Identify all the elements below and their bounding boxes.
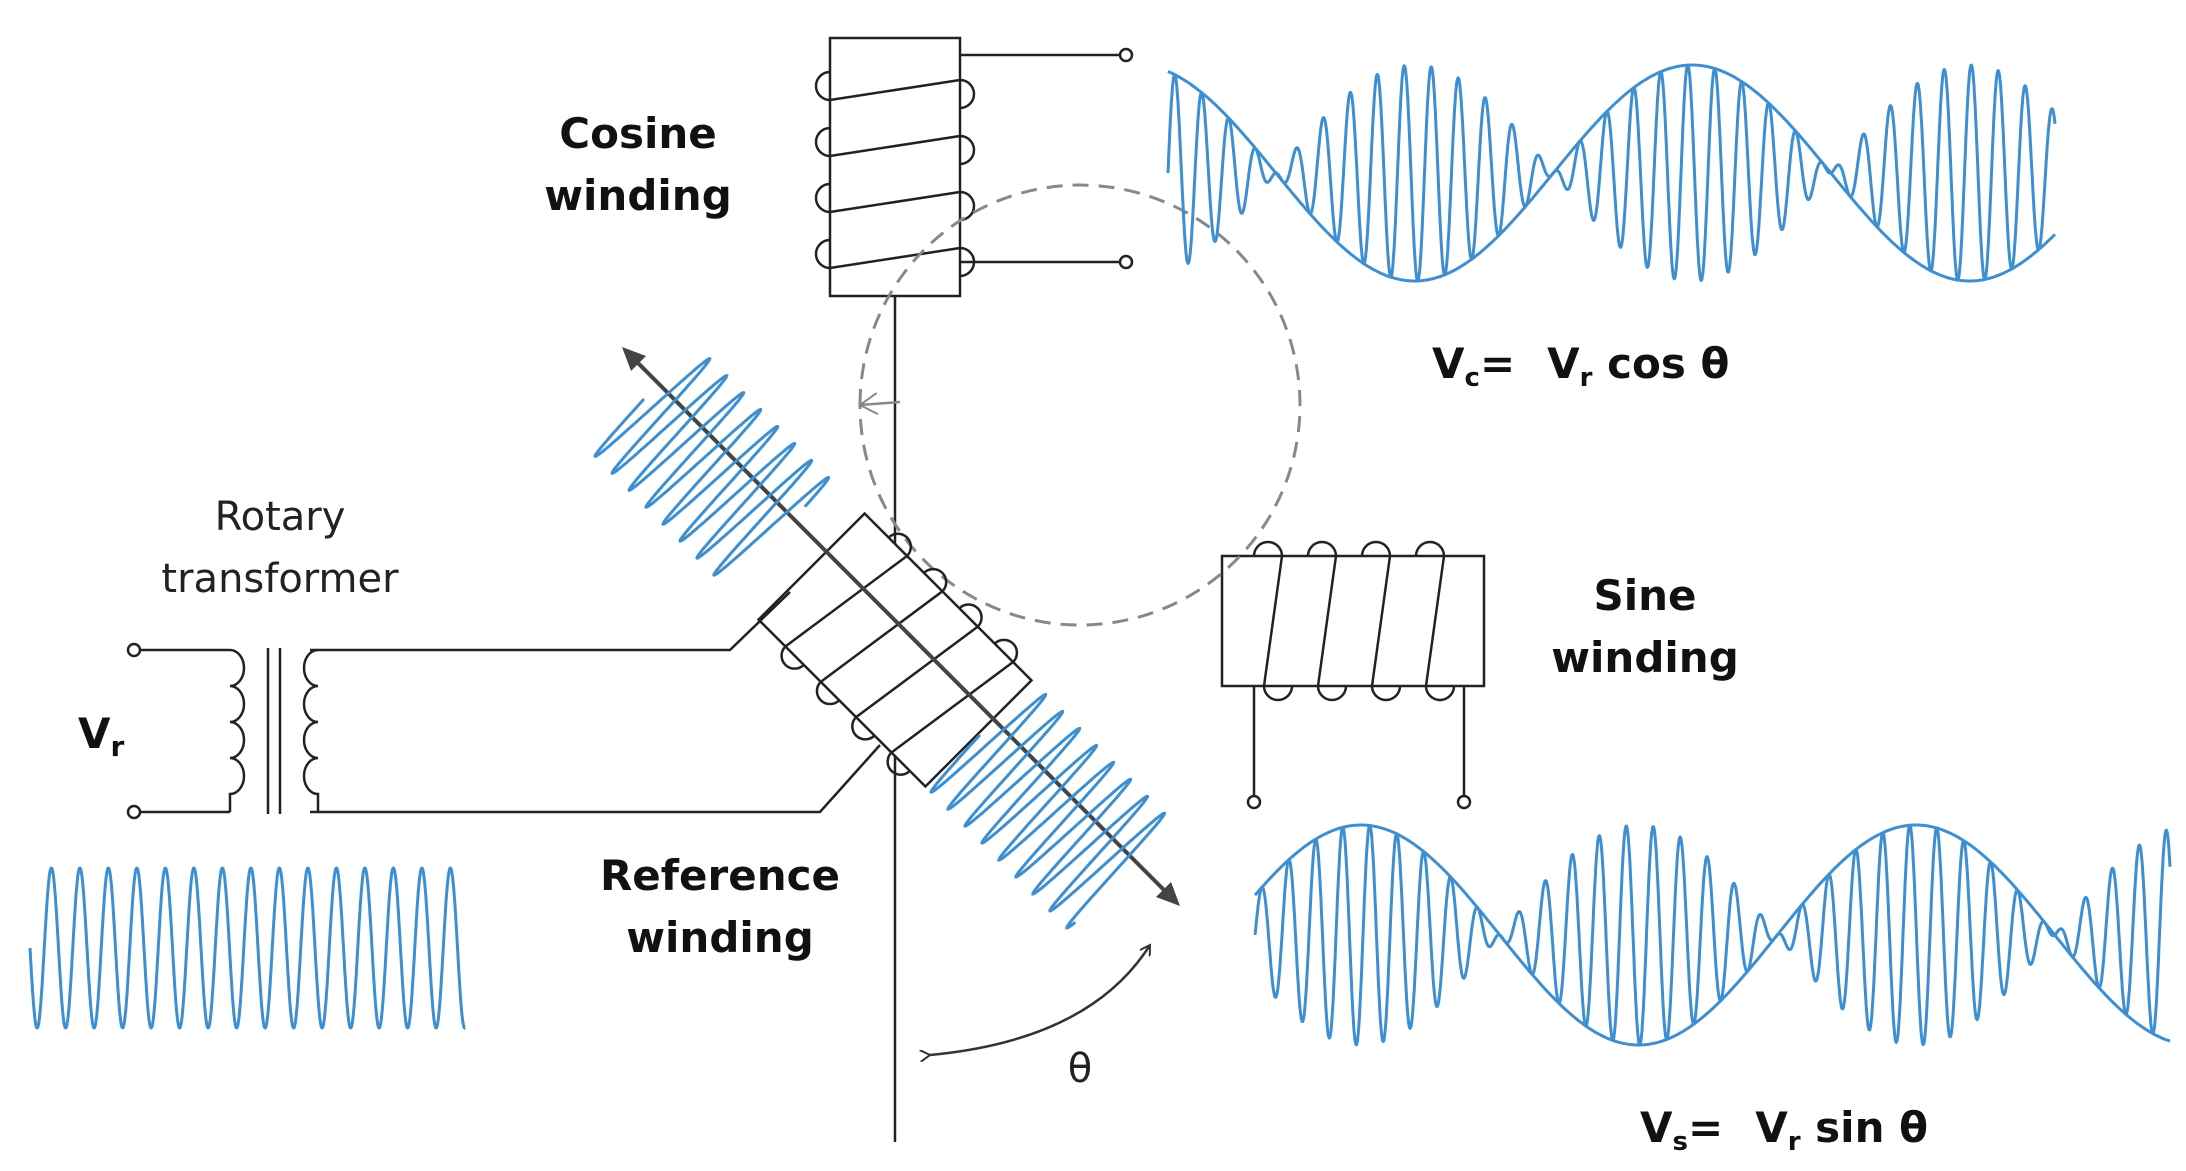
sine-winding-label-line2: winding [1551, 633, 1739, 682]
cosine-equation: Vc=Vr cos θ [1432, 339, 1729, 393]
theta-angle-arrow [930, 945, 1152, 1055]
rotation-direction-arrow [860, 402, 901, 405]
rotor-field-wave-segment [593, 357, 831, 577]
rotary-transformer-label-line1: Rotary [215, 494, 346, 540]
cosine-winding-label-line1: Cosine [559, 109, 716, 158]
reference-input-waveform [28, 866, 467, 1030]
sine-winding-coil [1220, 540, 1486, 810]
rotary-transformer-label-line2: transformer [161, 556, 399, 602]
sine-winding-label-line1: Sine [1593, 571, 1696, 620]
cosine-winding-coil [814, 36, 1134, 298]
rotor-axis-arrow [628, 353, 1174, 900]
rotor-field-waves [593, 357, 1166, 930]
sine-equation: Vs=Vr sin θ [1640, 1103, 1928, 1157]
theta-label: θ [1068, 1046, 1092, 1092]
rotor-coil-turns [780, 532, 1019, 776]
sine-envelope-curve [1253, 823, 2171, 1047]
sine-coil-turns [1252, 540, 1456, 702]
reference-winding-leads [310, 591, 881, 814]
cosine-coil-turns [814, 70, 976, 278]
input-voltage-label: Vr [78, 709, 125, 763]
rotation-dashed-circle [858, 183, 1302, 627]
reference-winding-rotor [756, 511, 1034, 789]
cosine-envelope-curve [1167, 63, 2057, 283]
reference-winding-label-line1: Reference [600, 851, 840, 900]
cosine-winding-label-line2: winding [544, 171, 732, 220]
cosine-output-waveform [1166, 63, 2057, 283]
reference-winding-label-line2: winding [626, 913, 814, 962]
rotary-transformer [126, 642, 320, 820]
sine-output-waveform [1253, 823, 2172, 1047]
rotor-field-wave-segment [929, 693, 1166, 930]
